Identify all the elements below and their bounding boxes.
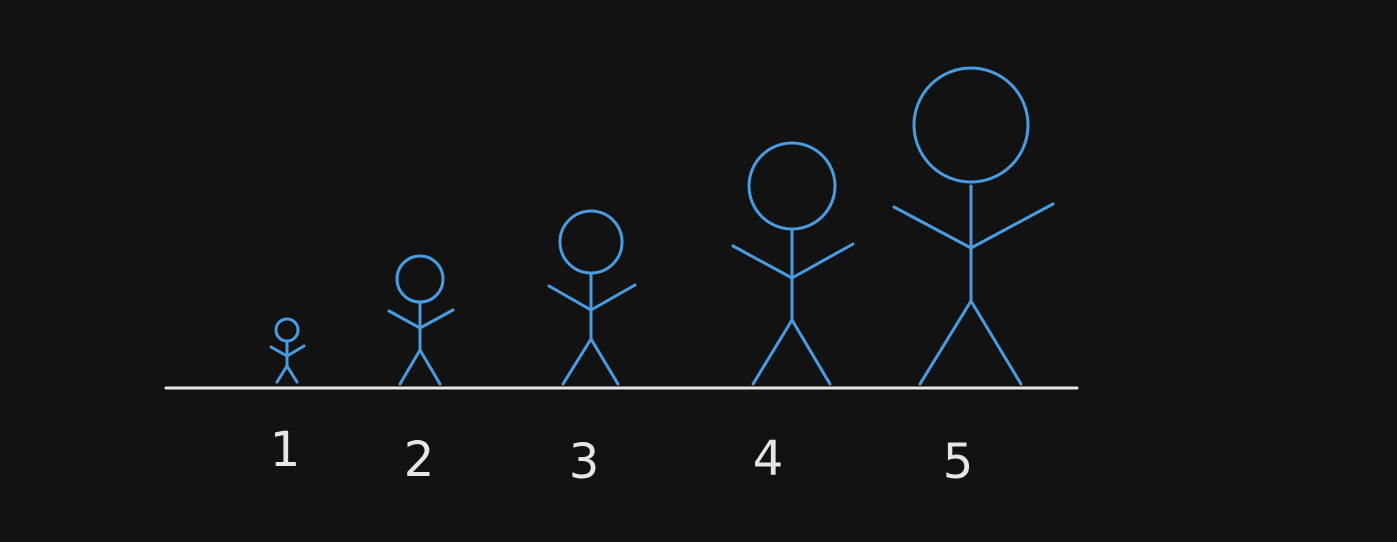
- figure-right-leg: [969, 299, 1023, 386]
- figure-left-leg: [398, 348, 422, 386]
- figure-right-arm: [969, 202, 1055, 250]
- stick-figure-4: [731, 141, 855, 386]
- figure-left-arm: [892, 205, 973, 250]
- figure-head: [912, 66, 1030, 184]
- figure-label-2: 2: [404, 432, 435, 488]
- figure-right-leg: [589, 337, 620, 386]
- figure-left-leg: [275, 364, 289, 384]
- figure-left-arm: [387, 309, 422, 330]
- figure-left-arm: [269, 345, 289, 358]
- figure-left-leg: [751, 318, 794, 386]
- figure-label-1: 1: [270, 422, 301, 478]
- figure-right-arm: [790, 242, 855, 280]
- figure-head: [395, 254, 445, 304]
- figure-left-arm: [731, 244, 794, 280]
- figure-right-leg: [418, 348, 442, 386]
- figure-left-leg: [918, 299, 973, 386]
- stick-figure-1: [269, 317, 306, 384]
- figure-label-4: 4: [753, 431, 784, 487]
- figure-right-leg: [790, 318, 832, 386]
- figure-right-arm: [418, 308, 455, 330]
- figure-head: [274, 317, 300, 343]
- figure-right-arm: [589, 283, 637, 312]
- figure-right-arm: [285, 344, 306, 358]
- stick-figure-3: [547, 209, 637, 386]
- figure-left-leg: [561, 337, 593, 386]
- stick-figure-2: [387, 254, 455, 386]
- figure-right-leg: [285, 364, 299, 384]
- figure-head: [558, 209, 624, 275]
- figure-label-3: 3: [569, 434, 600, 490]
- stick-figure-5: [892, 66, 1055, 386]
- figure-label-5: 5: [943, 434, 974, 490]
- figure-left-arm: [547, 284, 593, 312]
- figure-head: [747, 141, 837, 231]
